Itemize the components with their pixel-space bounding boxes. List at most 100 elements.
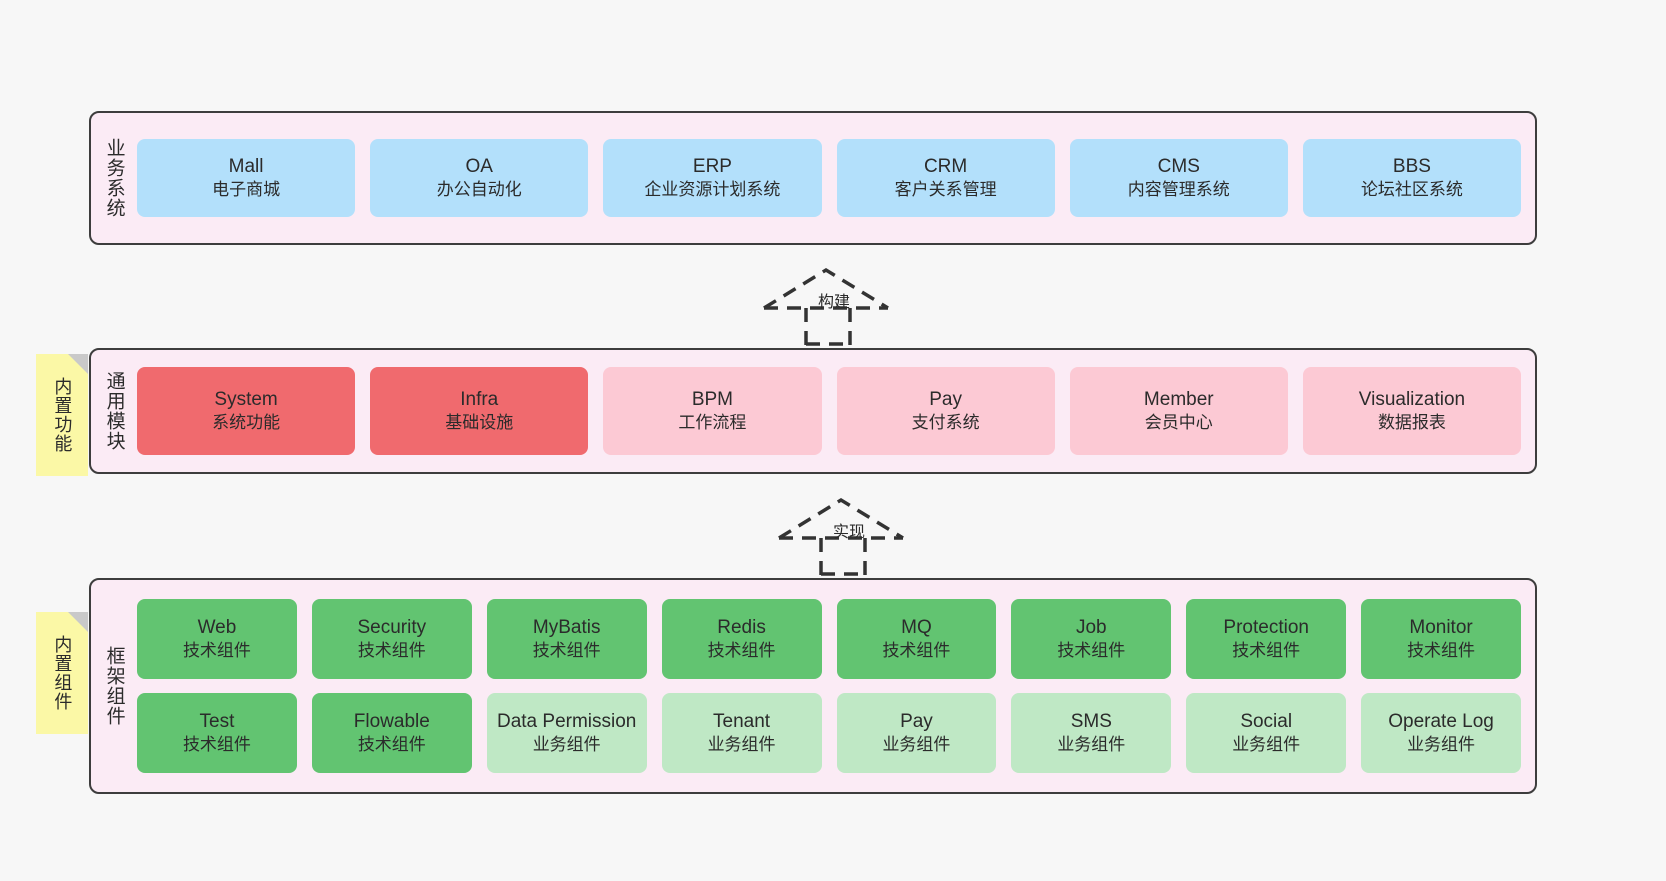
card-subtitle: 技术组件 xyxy=(707,641,776,661)
card-monitor[interactable]: Monitor 技术组件 xyxy=(1361,599,1521,679)
card-tenant[interactable]: Tenant 业务组件 xyxy=(661,693,822,773)
framework-row-business: Test 技术组件 Flowable 技术组件 Data Permission … xyxy=(137,693,1521,773)
card-title: Visualization xyxy=(1358,388,1466,410)
card-social[interactable]: Social 业务组件 xyxy=(1186,693,1347,773)
card-subtitle: 技术组件 xyxy=(532,641,601,661)
note-builtin-components: 内置组件 xyxy=(36,612,88,734)
card-title: Social xyxy=(1240,710,1293,732)
card-subtitle: 工作流程 xyxy=(678,413,747,433)
card-title: CRM xyxy=(923,155,968,177)
card-title: SMS xyxy=(1070,710,1112,732)
card-title: Mall xyxy=(228,155,264,177)
card-subtitle: 业务组件 xyxy=(1232,735,1301,755)
card-subtitle: 技术组件 xyxy=(1057,641,1126,661)
card-title: Member xyxy=(1143,388,1214,410)
card-title: OA xyxy=(465,155,493,177)
card-bpm[interactable]: BPM 工作流程 xyxy=(603,367,822,455)
note-fold-icon xyxy=(68,612,88,632)
card-title: Monitor xyxy=(1409,616,1473,638)
card-subtitle: 技术组件 xyxy=(182,641,251,661)
card-title: Security xyxy=(357,616,427,638)
card-subtitle: 客户关系管理 xyxy=(894,180,997,200)
card-redis[interactable]: Redis 技术组件 xyxy=(661,599,822,679)
card-mall[interactable]: Mall 电子商城 xyxy=(137,139,356,217)
card-subtitle: 业务组件 xyxy=(882,735,951,755)
layer-body-framework-components: Web 技术组件 Security 技术组件 MyBatis 技术组件 Redi… xyxy=(137,580,1535,792)
card-subtitle: 业务组件 xyxy=(1057,735,1126,755)
card-oa[interactable]: OA 办公自动化 xyxy=(370,139,589,217)
card-security[interactable]: Security 技术组件 xyxy=(311,599,472,679)
card-system[interactable]: System 系统功能 xyxy=(137,367,356,455)
card-cms[interactable]: CMS 内容管理系统 xyxy=(1069,139,1288,217)
card-title: System xyxy=(214,388,278,410)
card-subtitle: 技术组件 xyxy=(1407,641,1476,661)
card-title: MQ xyxy=(901,616,932,638)
card-protection[interactable]: Protection 技术组件 xyxy=(1186,599,1347,679)
card-title: Job xyxy=(1075,616,1107,638)
card-member[interactable]: Member 会员中心 xyxy=(1069,367,1288,455)
framework-row-technical: Web 技术组件 Security 技术组件 MyBatis 技术组件 Redi… xyxy=(137,599,1521,679)
card-subtitle: 企业资源计划系统 xyxy=(644,180,781,200)
card-title: BPM xyxy=(691,388,734,410)
card-title: BBS xyxy=(1392,155,1431,177)
card-subtitle: 技术组件 xyxy=(882,641,951,661)
layer-body-common-modules: System 系统功能 Infra 基础设施 BPM 工作流程 Pay 支付系统… xyxy=(137,350,1535,472)
card-title: Tenant xyxy=(713,710,771,732)
card-subtitle: 电子商城 xyxy=(212,180,281,200)
card-title: Protection xyxy=(1223,616,1309,638)
layer-title-common-modules: 通用模块 xyxy=(103,371,125,451)
card-title: MyBatis xyxy=(532,616,601,638)
card-title: Operate Log xyxy=(1388,710,1494,732)
card-test[interactable]: Test 技术组件 xyxy=(137,693,297,773)
card-subtitle: 技术组件 xyxy=(357,641,426,661)
card-flowable[interactable]: Flowable 技术组件 xyxy=(311,693,472,773)
card-subtitle: 技术组件 xyxy=(182,735,251,755)
card-job[interactable]: Job 技术组件 xyxy=(1011,599,1172,679)
card-subtitle: 技术组件 xyxy=(1232,641,1301,661)
layer-business-systems: 业务系统 Mall 电子商城 OA 办公自动化 ERP 企业资源计划系统 CRM… xyxy=(89,111,1537,245)
card-title: Data Permission xyxy=(496,710,637,732)
card-subtitle: 基础设施 xyxy=(445,413,514,433)
card-mq[interactable]: MQ 技术组件 xyxy=(836,599,997,679)
connector-implement: 实现 xyxy=(775,492,915,576)
card-subtitle: 支付系统 xyxy=(911,413,980,433)
card-infra[interactable]: Infra 基础设施 xyxy=(370,367,589,455)
layer-common-modules: 通用模块 System 系统功能 Infra 基础设施 BPM 工作流程 Pay… xyxy=(89,348,1537,474)
card-pay-module[interactable]: Pay 支付系统 xyxy=(836,367,1055,455)
card-data-permission[interactable]: Data Permission 业务组件 xyxy=(486,693,647,773)
card-mybatis[interactable]: MyBatis 技术组件 xyxy=(486,599,647,679)
card-title: Pay xyxy=(900,710,933,732)
card-subtitle: 内容管理系统 xyxy=(1127,180,1230,200)
card-subtitle: 业务组件 xyxy=(1407,735,1476,755)
card-title: Infra xyxy=(460,388,499,410)
card-title: Flowable xyxy=(353,710,430,732)
card-crm[interactable]: CRM 客户关系管理 xyxy=(836,139,1055,217)
card-erp[interactable]: ERP 企业资源计划系统 xyxy=(603,139,822,217)
implement-arrow-stem xyxy=(819,538,867,576)
card-subtitle: 业务组件 xyxy=(707,735,776,755)
card-subtitle: 论坛社区系统 xyxy=(1360,180,1463,200)
connector-implement-label: 实现 xyxy=(833,524,866,541)
card-title: Web xyxy=(197,616,237,638)
card-visualization[interactable]: Visualization 数据报表 xyxy=(1302,367,1522,455)
layer-framework-components: 框架组件 Web 技术组件 Security 技术组件 MyBatis 技术组件… xyxy=(89,578,1537,794)
build-arrow-stem xyxy=(804,308,852,346)
card-title: Pay xyxy=(929,388,962,410)
card-subtitle: 数据报表 xyxy=(1377,413,1446,433)
card-title: ERP xyxy=(692,155,732,177)
card-web[interactable]: Web 技术组件 xyxy=(137,599,297,679)
build-arrowhead xyxy=(763,267,889,310)
card-bbs[interactable]: BBS 论坛社区系统 xyxy=(1302,139,1522,217)
connector-build: 构建 xyxy=(760,262,900,346)
note-label: 内置功能 xyxy=(52,377,73,453)
card-sms[interactable]: SMS 业务组件 xyxy=(1011,693,1172,773)
card-operate-log[interactable]: Operate Log 业务组件 xyxy=(1361,693,1521,773)
card-title: Redis xyxy=(717,616,766,638)
card-pay-component[interactable]: Pay 业务组件 xyxy=(836,693,997,773)
card-title: CMS xyxy=(1157,155,1200,177)
implement-arrowhead xyxy=(778,497,904,540)
note-label: 内置组件 xyxy=(52,635,73,711)
card-subtitle: 办公自动化 xyxy=(436,180,522,200)
card-subtitle: 系统功能 xyxy=(212,413,281,433)
